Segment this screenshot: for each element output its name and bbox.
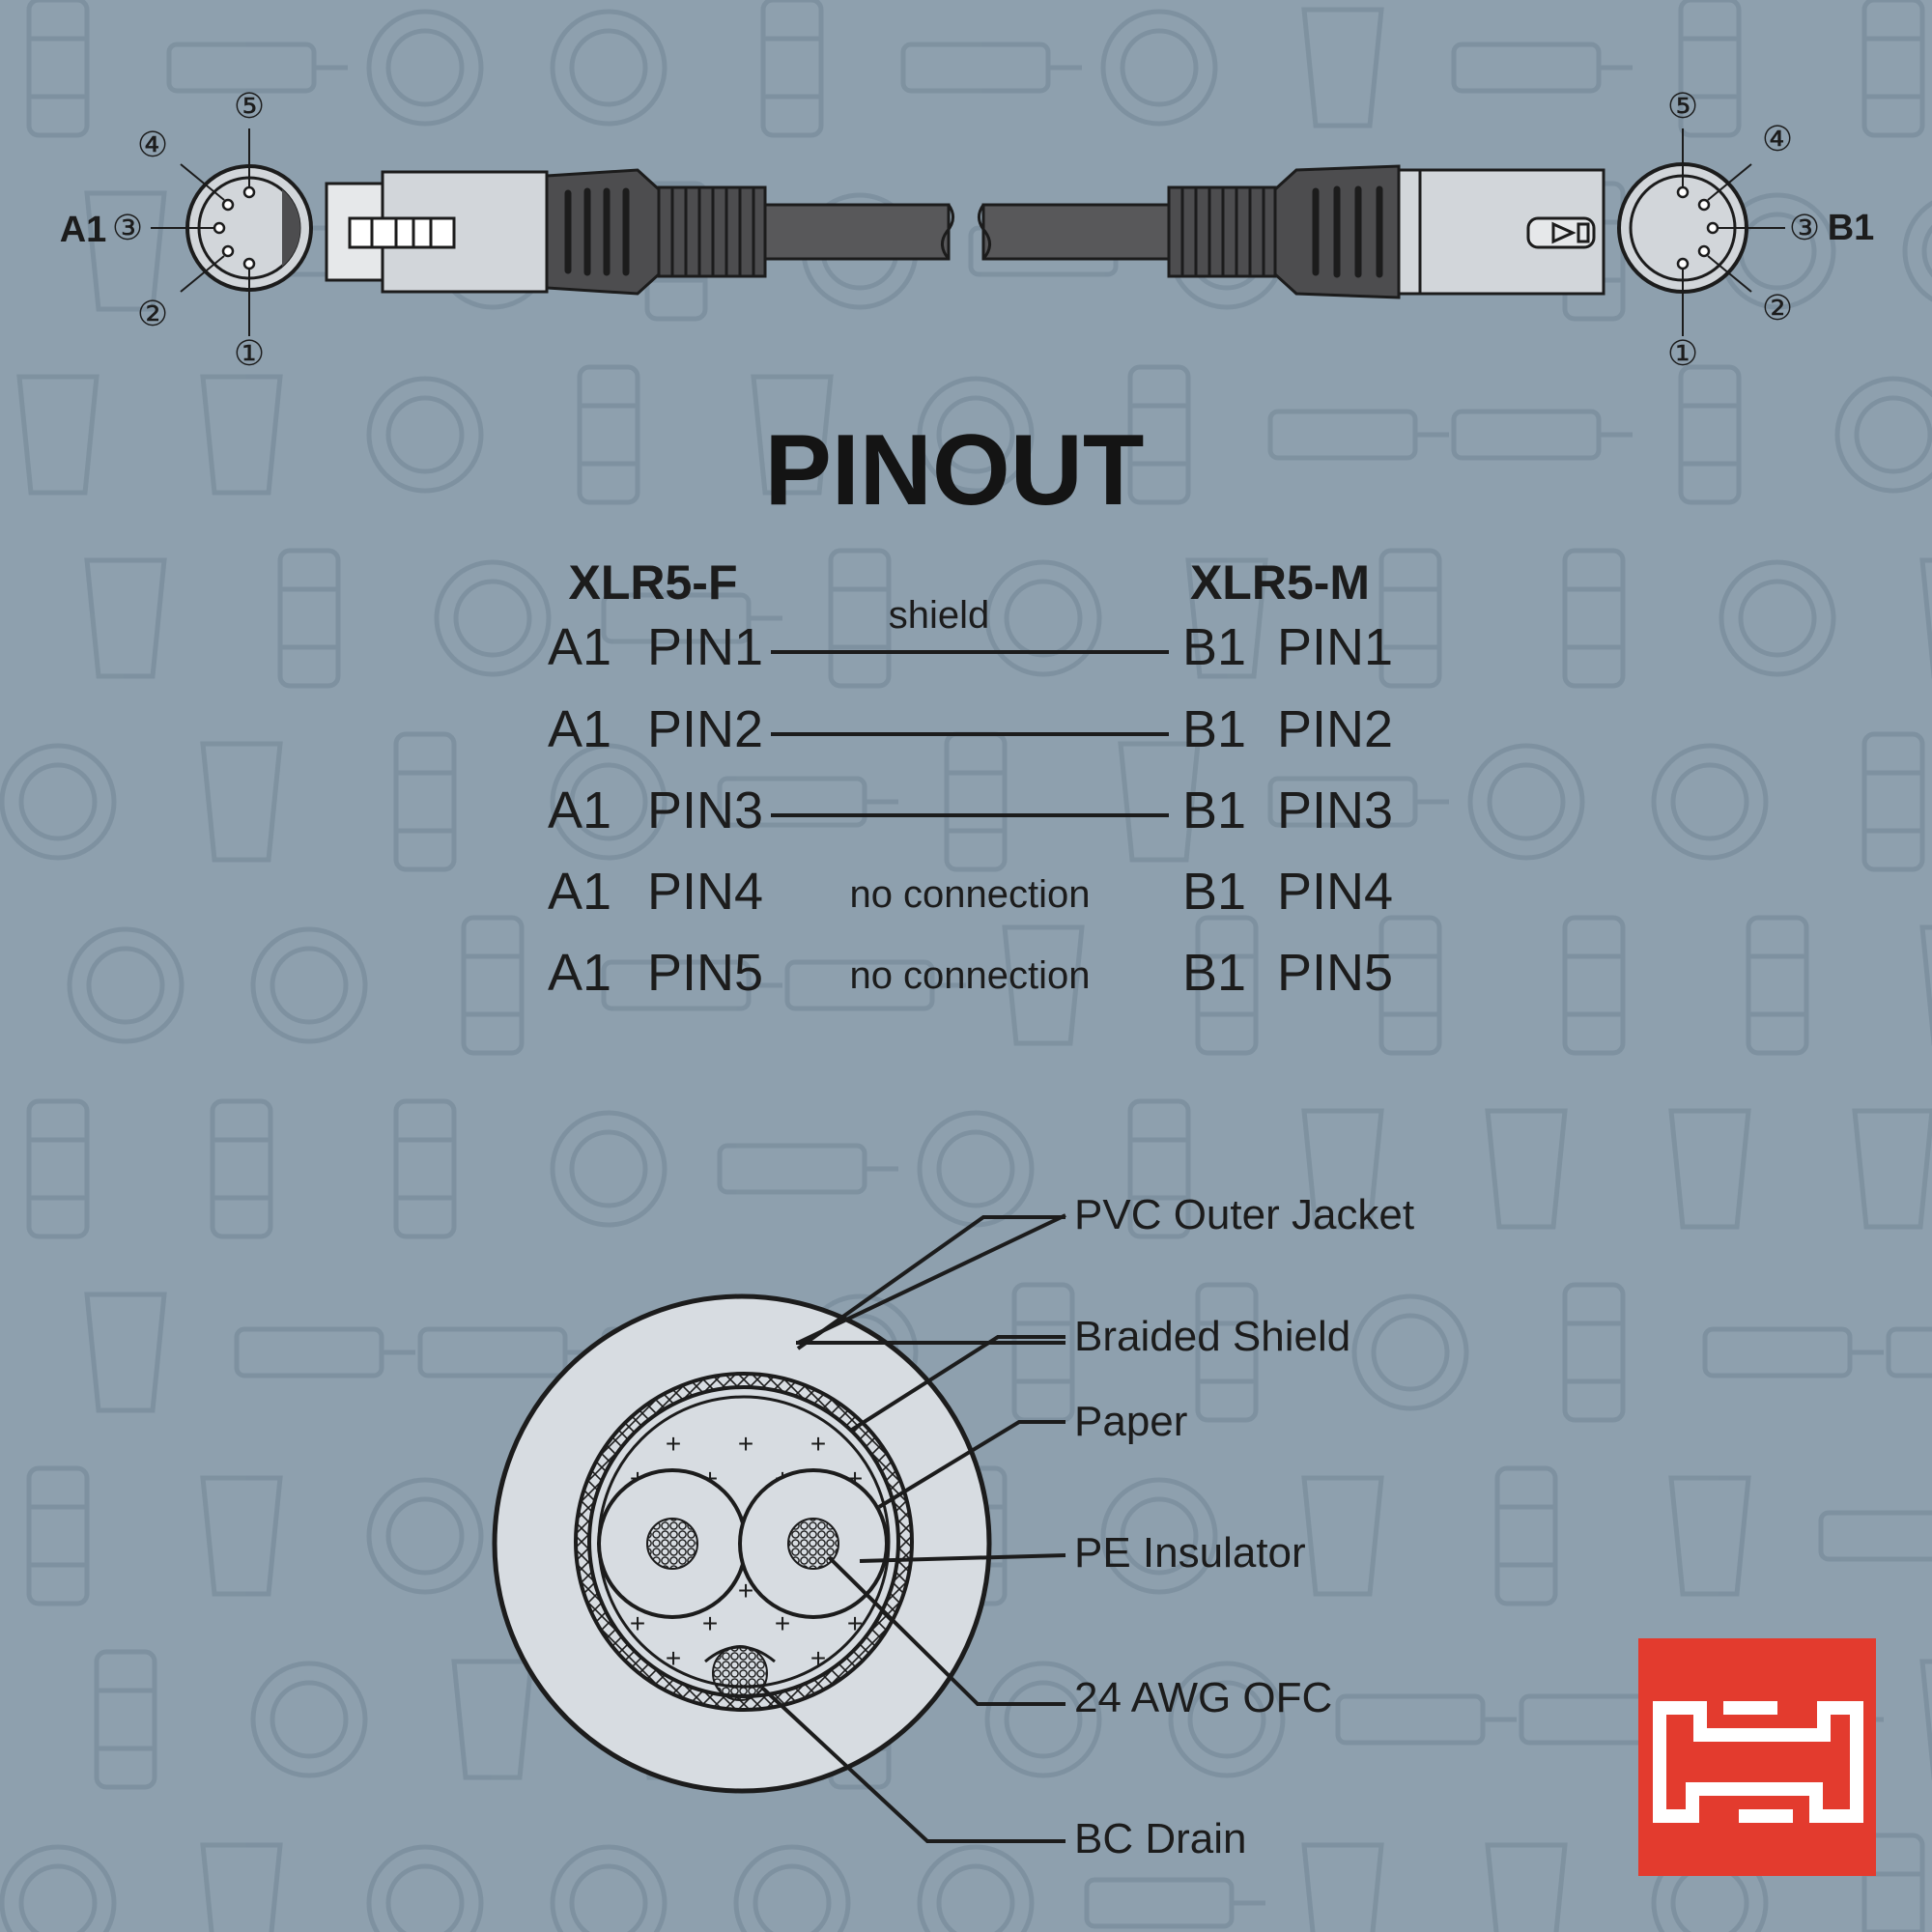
svg-text:+: +	[702, 1608, 718, 1638]
left-pin-label: PIN4	[647, 863, 763, 921]
ofc-conductor-right	[787, 1518, 839, 1570]
shield-label: shield	[889, 594, 990, 637]
no-connection-label: no connection	[849, 954, 1090, 997]
left-pin-label: PIN2	[647, 700, 763, 758]
pin-1-socket	[242, 257, 256, 270]
left-pin-label: PIN3	[647, 781, 763, 839]
right-end-id: B1	[1182, 781, 1246, 839]
right-connector-type: XLR5-M	[1190, 555, 1370, 610]
ofc-conductor-left	[646, 1518, 698, 1570]
right-end-id: B1	[1182, 944, 1246, 1002]
left-connector-body	[325, 168, 954, 296]
svg-text:+: +	[666, 1429, 681, 1459]
pin-2-contact	[1697, 244, 1711, 258]
pin-4-socket	[221, 198, 235, 212]
left-pin-1-mark: ①	[234, 333, 265, 373]
svg-text:+: +	[738, 1429, 753, 1459]
pin-1-contact	[1676, 257, 1690, 270]
cable-layer-label: Paper	[1074, 1398, 1187, 1445]
left-pin-3-mark: ③	[112, 208, 143, 247]
pin-4-contact	[1697, 198, 1711, 212]
right-connector-face: ⑤ ④ ③ ② ① B1	[1617, 86, 1875, 373]
svg-text:+: +	[775, 1608, 790, 1638]
left-end-id: A1	[548, 781, 611, 839]
cable-layer-label: PVC Outer Jacket	[1074, 1191, 1414, 1238]
brand-logo	[1638, 1638, 1876, 1876]
left-end-id: A1	[548, 618, 611, 676]
no-connection-label: no connection	[849, 873, 1090, 916]
left-end-id: A1	[548, 944, 611, 1002]
cable-cross-section: +++ ++++ + ++++ ++	[492, 1293, 992, 1794]
right-pin-label: PIN5	[1277, 944, 1393, 1002]
callout-lines	[761, 1213, 1066, 1843]
left-connector-type: XLR5-F	[569, 555, 738, 610]
pin-3-contact	[1706, 221, 1719, 235]
right-end-label: B1	[1828, 208, 1875, 248]
right-connector-body	[978, 164, 1605, 299]
right-pin-label: PIN2	[1277, 700, 1393, 758]
bc-drain-wire	[712, 1645, 768, 1701]
pin-2-socket	[221, 244, 235, 258]
right-end-id: B1	[1182, 863, 1246, 921]
svg-text:+: +	[630, 1608, 645, 1638]
pin-5-contact	[1676, 185, 1690, 199]
right-pin-label: PIN4	[1277, 863, 1393, 921]
pinout-row: A1 PIN1 B1 PIN1	[548, 618, 1393, 676]
svg-text:+: +	[666, 1643, 681, 1673]
left-end-id: A1	[548, 700, 611, 758]
left-pin-5-mark: ⑤	[234, 86, 265, 126]
right-pin-4-mark: ④	[1762, 119, 1793, 158]
right-pin-label: PIN1	[1277, 618, 1393, 676]
right-end-id: B1	[1182, 618, 1246, 676]
pinout-row: A1 PIN5 B1 PIN5 no connection	[548, 944, 1393, 1002]
left-connector-face: ⑤ ④ ③ ② ① A1	[60, 86, 313, 373]
left-pin-label: PIN1	[647, 618, 763, 676]
right-pin-label: PIN3	[1277, 781, 1393, 839]
right-end-id: B1	[1182, 700, 1246, 758]
left-end-id: A1	[548, 863, 611, 921]
pin-5-socket	[242, 185, 256, 199]
left-end-label: A1	[60, 210, 107, 250]
cable-layer-label: BC Drain	[1074, 1815, 1247, 1862]
cable-layer-label: PE Insulator	[1074, 1529, 1306, 1577]
left-pin-2-mark: ②	[137, 294, 168, 333]
cable-layer-label: 24 AWG OFC	[1074, 1674, 1332, 1721]
svg-text:+: +	[810, 1429, 826, 1459]
right-pin-2-mark: ②	[1762, 288, 1793, 327]
svg-text:+: +	[847, 1608, 863, 1638]
svg-text:+: +	[810, 1643, 826, 1673]
right-pin-1-mark: ①	[1667, 333, 1698, 373]
left-pin-4-mark: ④	[137, 125, 168, 164]
right-pin-5-mark: ⑤	[1667, 86, 1698, 126]
pinout-row: A1 PIN3 B1 PIN3	[548, 781, 1393, 839]
pinout-row: A1 PIN4 B1 PIN4 no connection	[548, 863, 1393, 921]
right-pin-3-mark: ③	[1789, 208, 1820, 247]
pin-3-socket	[213, 221, 226, 235]
xlr-cable-illustration: ⑤ ④ ③ ② ① A1	[60, 86, 1875, 373]
page-title: PINOUT	[765, 414, 1145, 526]
cable-layer-label: Braided Shield	[1074, 1313, 1350, 1360]
pinout-row: A1 PIN2 B1 PIN2	[548, 700, 1393, 758]
left-pin-label: PIN5	[647, 944, 763, 1002]
